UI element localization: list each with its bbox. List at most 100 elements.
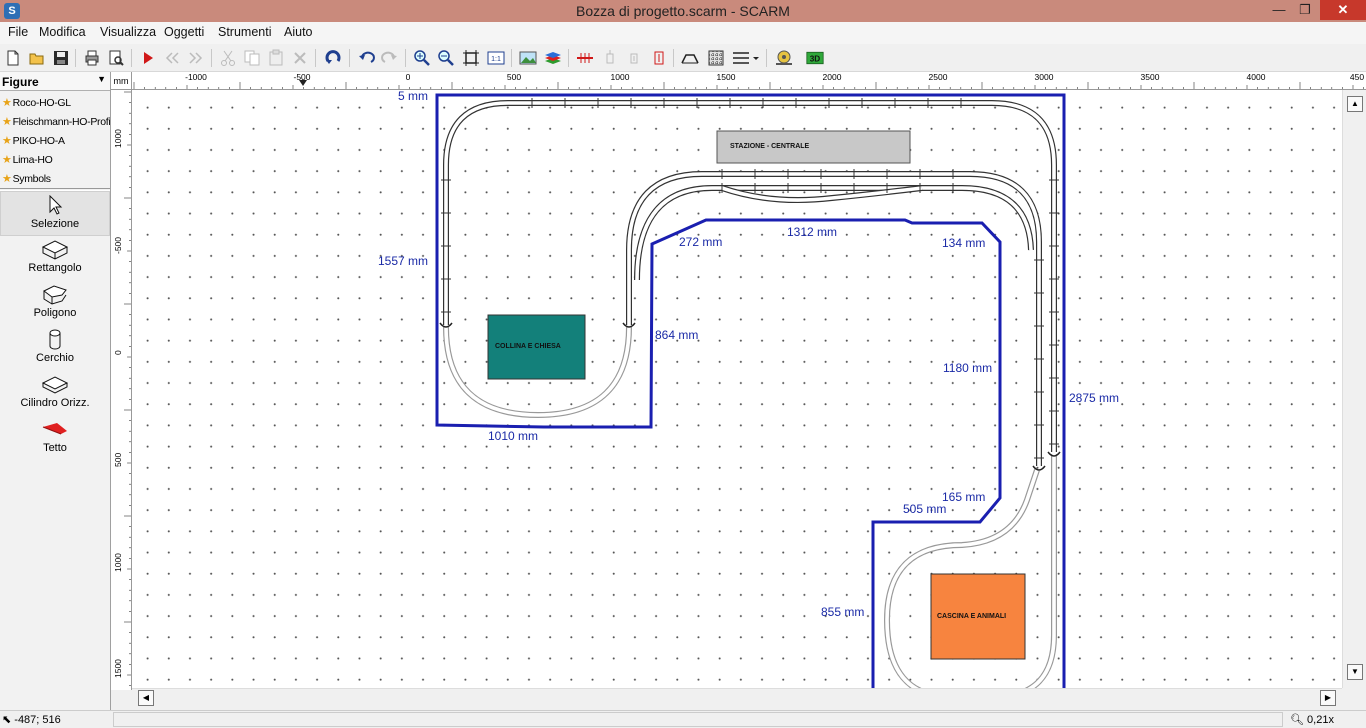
tool-tetto[interactable]: Tetto xyxy=(0,416,110,461)
star-icon: ★ xyxy=(2,154,12,166)
ruler-top: -1000 -500 0 500 1000 1500 2000 2500 300… xyxy=(132,72,1366,90)
sidebar-title: Figure xyxy=(2,75,39,89)
ruler-label: -500 xyxy=(113,236,123,254)
flex-track-icon[interactable] xyxy=(600,48,620,68)
maximize-button[interactable]: ❐ xyxy=(1299,2,1311,17)
library-item[interactable]: ★Fleischmann-HO-Profi xyxy=(2,115,111,133)
dimension-label: 1010 mm xyxy=(488,429,539,443)
paste-icon[interactable] xyxy=(266,48,286,68)
undo-icon[interactable] xyxy=(356,48,376,68)
step-forward-icon[interactable] xyxy=(186,48,206,68)
coordinates-value: -487; 516 xyxy=(14,714,61,726)
menu-modifica[interactable]: Modifica xyxy=(39,25,86,39)
save-icon[interactable] xyxy=(51,48,71,68)
ruler-unit: mm xyxy=(111,72,132,90)
dimension-label: 272 mm xyxy=(679,235,723,249)
track-left-return-loop[interactable] xyxy=(443,326,632,419)
view-3d-icon[interactable]: 3D xyxy=(804,48,826,68)
sidebar-header[interactable]: Figure ▼ xyxy=(0,72,110,91)
track-inner-loop[interactable] xyxy=(626,171,1042,466)
buffer-stop xyxy=(1032,465,1046,471)
zoom-level: 🔍︎ 0,21x xyxy=(1290,713,1334,726)
library-item[interactable]: ★Lima-HO xyxy=(2,153,53,171)
redo-icon[interactable] xyxy=(380,48,400,68)
track-list-dropdown-icon[interactable] xyxy=(751,48,761,68)
scroll-right-button[interactable]: ▶ xyxy=(1320,690,1336,706)
zoom-1to1-icon[interactable]: 1:1 xyxy=(486,48,506,68)
menu-aiuto[interactable]: Aiuto xyxy=(284,25,313,39)
tool-cilindro-orizz[interactable]: Cilindro Orizz. xyxy=(0,371,110,416)
tool-cerchio[interactable]: Cerchio xyxy=(0,326,110,371)
scroll-down-button[interactable]: ▼ xyxy=(1347,664,1363,680)
dimension-label: 505 mm xyxy=(903,502,947,516)
buffer-stop xyxy=(439,322,453,328)
ruler-label: 1000 xyxy=(610,72,630,82)
toolbar: 1:1 3D xyxy=(0,44,1366,72)
tool-selezione[interactable]: Selezione xyxy=(0,191,110,236)
new-file-icon[interactable] xyxy=(3,48,23,68)
layout-canvas[interactable]: STAZIONE - CENTRALE COLLINA E CHIESA CAS… xyxy=(132,90,1342,688)
measure-icon[interactable] xyxy=(774,48,794,68)
rotate-icon[interactable] xyxy=(323,48,343,68)
cursor-arrow-icon: ⬉ xyxy=(2,714,12,726)
menu-oggetti[interactable]: Oggetti xyxy=(164,25,205,39)
zoom-fit-icon[interactable] xyxy=(461,48,481,68)
grid-icon[interactable] xyxy=(706,48,726,68)
library-item[interactable]: ★Roco-HO-GL xyxy=(2,96,71,114)
zoom-out-icon[interactable] xyxy=(436,48,456,68)
bridge-icon[interactable] xyxy=(649,48,669,68)
vertical-scrollbar[interactable]: ▲ ▼ xyxy=(1342,90,1366,688)
app-icon[interactable]: S xyxy=(4,3,20,19)
terrain-icon[interactable] xyxy=(518,48,538,68)
scroll-up-button[interactable]: ▲ xyxy=(1347,96,1363,112)
collina-chiesa-box[interactable] xyxy=(487,314,586,380)
tunnel-icon[interactable] xyxy=(680,48,700,68)
scroll-left-button[interactable]: ◀ xyxy=(138,690,154,706)
tool-poligono[interactable]: Poligono xyxy=(0,281,110,326)
chevron-down-icon[interactable]: ▼ xyxy=(97,74,106,84)
open-folder-icon[interactable] xyxy=(27,48,47,68)
library-item[interactable]: ★PIKO-HO-A xyxy=(2,134,65,152)
delete-icon[interactable] xyxy=(290,48,310,68)
horizontal-scrollbar[interactable]: ◀ ▶ xyxy=(132,688,1342,708)
star-icon: ★ xyxy=(2,173,12,185)
ruler-left: 1000 -500 0 500 1000 1500 xyxy=(111,90,132,690)
ruler-label: -500 xyxy=(293,72,311,82)
cut-icon[interactable] xyxy=(218,48,238,68)
layers-icon[interactable] xyxy=(543,48,563,68)
menu-strumenti[interactable]: Strumenti xyxy=(218,25,272,39)
run-train-icon[interactable] xyxy=(138,48,158,68)
cascina-animali-box[interactable] xyxy=(930,573,1026,660)
library-item[interactable]: ★Symbols xyxy=(2,172,51,190)
window-title: Bozza di progetto.scarm - SCARM xyxy=(576,3,790,19)
menu-bar: File Modifica Visualizza Oggetti Strumen… xyxy=(0,22,1366,44)
minimize-button[interactable]: — xyxy=(1272,2,1286,17)
ruler-label: 450 xyxy=(1349,72,1365,82)
print-icon[interactable] xyxy=(82,48,102,68)
dimension-label: 5 mm xyxy=(398,90,428,103)
step-back-icon[interactable] xyxy=(162,48,182,68)
track-outer-loop[interactable] xyxy=(443,100,1057,452)
magnifier-icon: 🔍︎ xyxy=(1290,714,1304,726)
track-list-icon[interactable] xyxy=(731,48,751,68)
label-tool-icon[interactable] xyxy=(624,48,644,68)
sidebar-divider[interactable] xyxy=(0,188,110,191)
menu-file[interactable]: File xyxy=(8,25,29,39)
view-3d-label: 3D xyxy=(810,54,821,63)
stazione-centrale-box[interactable] xyxy=(716,130,911,164)
sidebar: Figure ▼ ★Roco-HO-GL ★Fleischmann-HO-Pro… xyxy=(0,72,111,710)
ruler-label: 1000 xyxy=(113,129,123,148)
board-outline[interactable] xyxy=(435,93,1066,688)
tool-rettangolo[interactable]: Rettangolo xyxy=(0,236,110,281)
copy-icon[interactable] xyxy=(242,48,262,68)
tool-label: Rettangolo xyxy=(28,262,82,274)
close-button[interactable]: ✕ xyxy=(1320,0,1366,20)
track-tool-icon[interactable] xyxy=(575,48,595,68)
track-right-return-loop[interactable] xyxy=(883,454,1057,688)
print-preview-icon[interactable] xyxy=(106,48,126,68)
ruler-label: 1500 xyxy=(716,72,736,82)
zoom-in-icon[interactable] xyxy=(412,48,432,68)
tool-label: Tetto xyxy=(43,442,67,454)
dimension-label: 1180 mm xyxy=(943,361,993,375)
menu-visualizza[interactable]: Visualizza xyxy=(100,25,157,39)
